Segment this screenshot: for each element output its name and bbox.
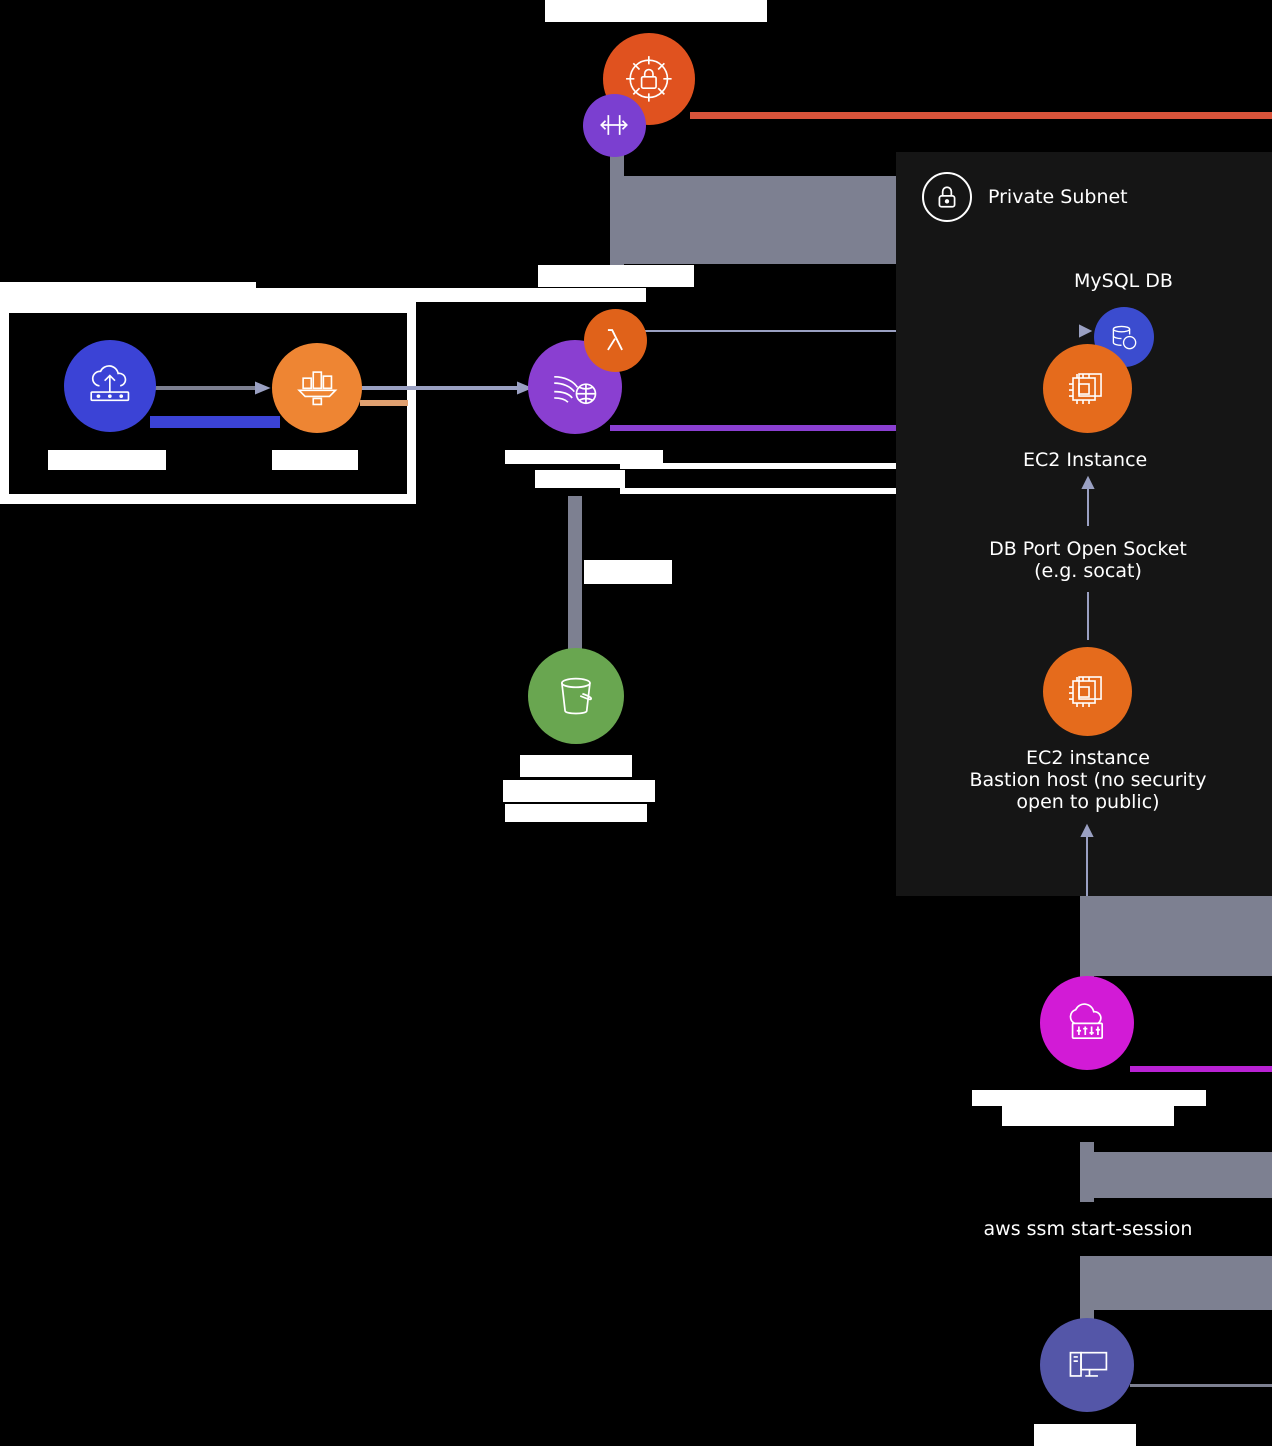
- glue-crawler-icon: [296, 370, 338, 406]
- redacted-label: [584, 560, 672, 584]
- glue-to-firehose-line: [360, 386, 528, 390]
- redacted-label: [520, 755, 632, 777]
- bastion-to-ssm-band: [1080, 896, 1272, 976]
- client-node[interactable]: [1040, 1318, 1134, 1412]
- router-node[interactable]: [64, 340, 156, 432]
- ssm-to-command-band: [1090, 1152, 1272, 1198]
- ec2-bastion-node[interactable]: [1043, 647, 1132, 736]
- kinesis-firehose-icon: [553, 375, 596, 404]
- ec2-instance-label: EC2 Instance: [1023, 449, 1148, 471]
- router-to-glue-band: [150, 416, 280, 428]
- client-right-line: [1130, 1384, 1272, 1387]
- ssm-command-label: aws ssm start-session: [983, 1218, 1193, 1240]
- database-sql-icon: [1112, 325, 1137, 350]
- s3-node[interactable]: [528, 648, 624, 744]
- waf-lock-icon: [626, 56, 672, 102]
- ec2-chip-icon: [1069, 373, 1103, 405]
- lambda-to-mysql-line: [640, 330, 1088, 332]
- ec2-bastion-label: EC2 instance Bastion host (no security o…: [969, 747, 1207, 813]
- mysql-db-label: MySQL DB: [1074, 270, 1173, 292]
- gateway-to-subnet-band: [610, 176, 896, 264]
- gateway-node[interactable]: [583, 94, 646, 157]
- redacted-label: [272, 450, 358, 470]
- redacted-label: [1002, 1106, 1174, 1126]
- redacted-label: [505, 804, 647, 822]
- redacted-label: [0, 282, 256, 290]
- router-to-glue-line: [155, 386, 265, 390]
- gateway-arrows-icon: [600, 115, 629, 136]
- redacted-label: [505, 450, 663, 464]
- redacted-label: [545, 0, 767, 22]
- ssm-node[interactable]: [1040, 976, 1134, 1070]
- lambda-node[interactable]: [584, 309, 647, 372]
- glue-node[interactable]: [272, 343, 362, 433]
- db-port-socket-label: DB Port Open Socket (e.g. socat): [989, 538, 1187, 582]
- redacted-label: [535, 470, 625, 488]
- redacted-label: [48, 450, 166, 470]
- s3-bucket-icon: [561, 677, 593, 715]
- ec2-db-node[interactable]: [1043, 344, 1132, 433]
- glue-to-firehose-tint: [360, 400, 408, 406]
- private-subnet-panel: [896, 152, 1272, 896]
- private-subnet-title: Private Subnet: [988, 186, 1128, 208]
- group-top-connector: [416, 288, 646, 302]
- desktop-client-icon: [1069, 1351, 1107, 1377]
- cloud-router-icon: [90, 365, 130, 402]
- redacted-label: [538, 265, 694, 287]
- command-to-client-band: [1090, 1256, 1272, 1310]
- ec2-chip-icon: [1069, 676, 1103, 708]
- waf-red-line: [690, 112, 1272, 119]
- redacted-label: [1034, 1424, 1136, 1446]
- firehose-purple-line: [610, 425, 896, 431]
- lambda-icon: [607, 329, 624, 351]
- firehose-to-s3-line: [568, 496, 582, 652]
- lock-icon: [922, 172, 972, 222]
- ssm-magenta-line: [1130, 1066, 1272, 1072]
- redacted-label: [972, 1090, 1206, 1106]
- redacted-label: [620, 463, 896, 469]
- systems-manager-icon: [1069, 1002, 1103, 1039]
- redacted-label: [620, 488, 896, 494]
- redacted-label: [503, 780, 655, 802]
